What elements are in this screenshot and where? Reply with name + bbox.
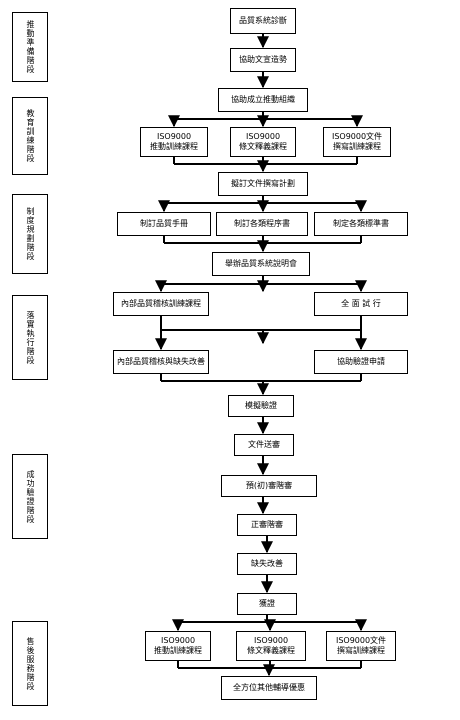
node-promotion-organization: 協助成立推動組織: [218, 88, 308, 112]
node-standards: 制定各類標準書: [314, 212, 408, 236]
node-promotion-campaign: 協助文宣造勢: [230, 48, 296, 72]
node-certification-application: 協助驗證申請: [314, 350, 408, 374]
node-clause-course-b: ISO9000 條文釋義課程: [236, 631, 306, 661]
node-document-plan: 擬訂文件撰寫計劃: [218, 172, 308, 196]
phase-prepare: 推動準備階段: [12, 12, 48, 82]
node-mock-audit: 模擬驗證: [228, 395, 294, 417]
node-full-trial: 全 面 試 行: [314, 292, 408, 316]
node-other-benefits: 全方位其他輔導優惠: [221, 676, 317, 700]
node-quality-system-diagnosis: 品質系統診斷: [230, 8, 296, 34]
node-document-course-b: ISO9000文件 撰寫訓練課程: [326, 631, 396, 661]
node-internal-audit-course: 內部品質稽核訓練課程: [113, 292, 209, 316]
phase-training: 教育訓練階段: [12, 97, 48, 175]
node-training-course-b: ISO9000 推動訓練課程: [145, 631, 211, 661]
node-document-course-a: ISO9000文件 撰寫訓練課程: [323, 127, 391, 157]
node-corrective-action: 缺失改善: [237, 553, 297, 575]
node-training-course-a: ISO9000 推動訓練課程: [140, 127, 208, 157]
node-formal-audit: 正審階審: [237, 514, 297, 536]
node-internal-audit-improvement: 內部品質稽核與缺失改善: [113, 350, 209, 374]
node-certified: 獲證: [237, 593, 297, 615]
node-document-submission: 文件送審: [234, 434, 294, 456]
node-pre-audit: 預(初)審階審: [221, 475, 317, 497]
node-briefing-session: 舉辦品質系統說明會: [212, 252, 310, 276]
phase-certification: 成功驗證階段: [12, 454, 48, 539]
node-procedures: 制訂各類程序書: [216, 212, 308, 236]
phase-planning: 制度規劃階段: [12, 194, 48, 274]
node-clause-course-a: ISO9000 條文釋義課程: [230, 127, 296, 157]
phase-after-service: 售後服務階段: [12, 621, 48, 706]
node-quality-manual: 制訂品質手冊: [117, 212, 211, 236]
phase-execution: 落實執行階段: [12, 295, 48, 380]
